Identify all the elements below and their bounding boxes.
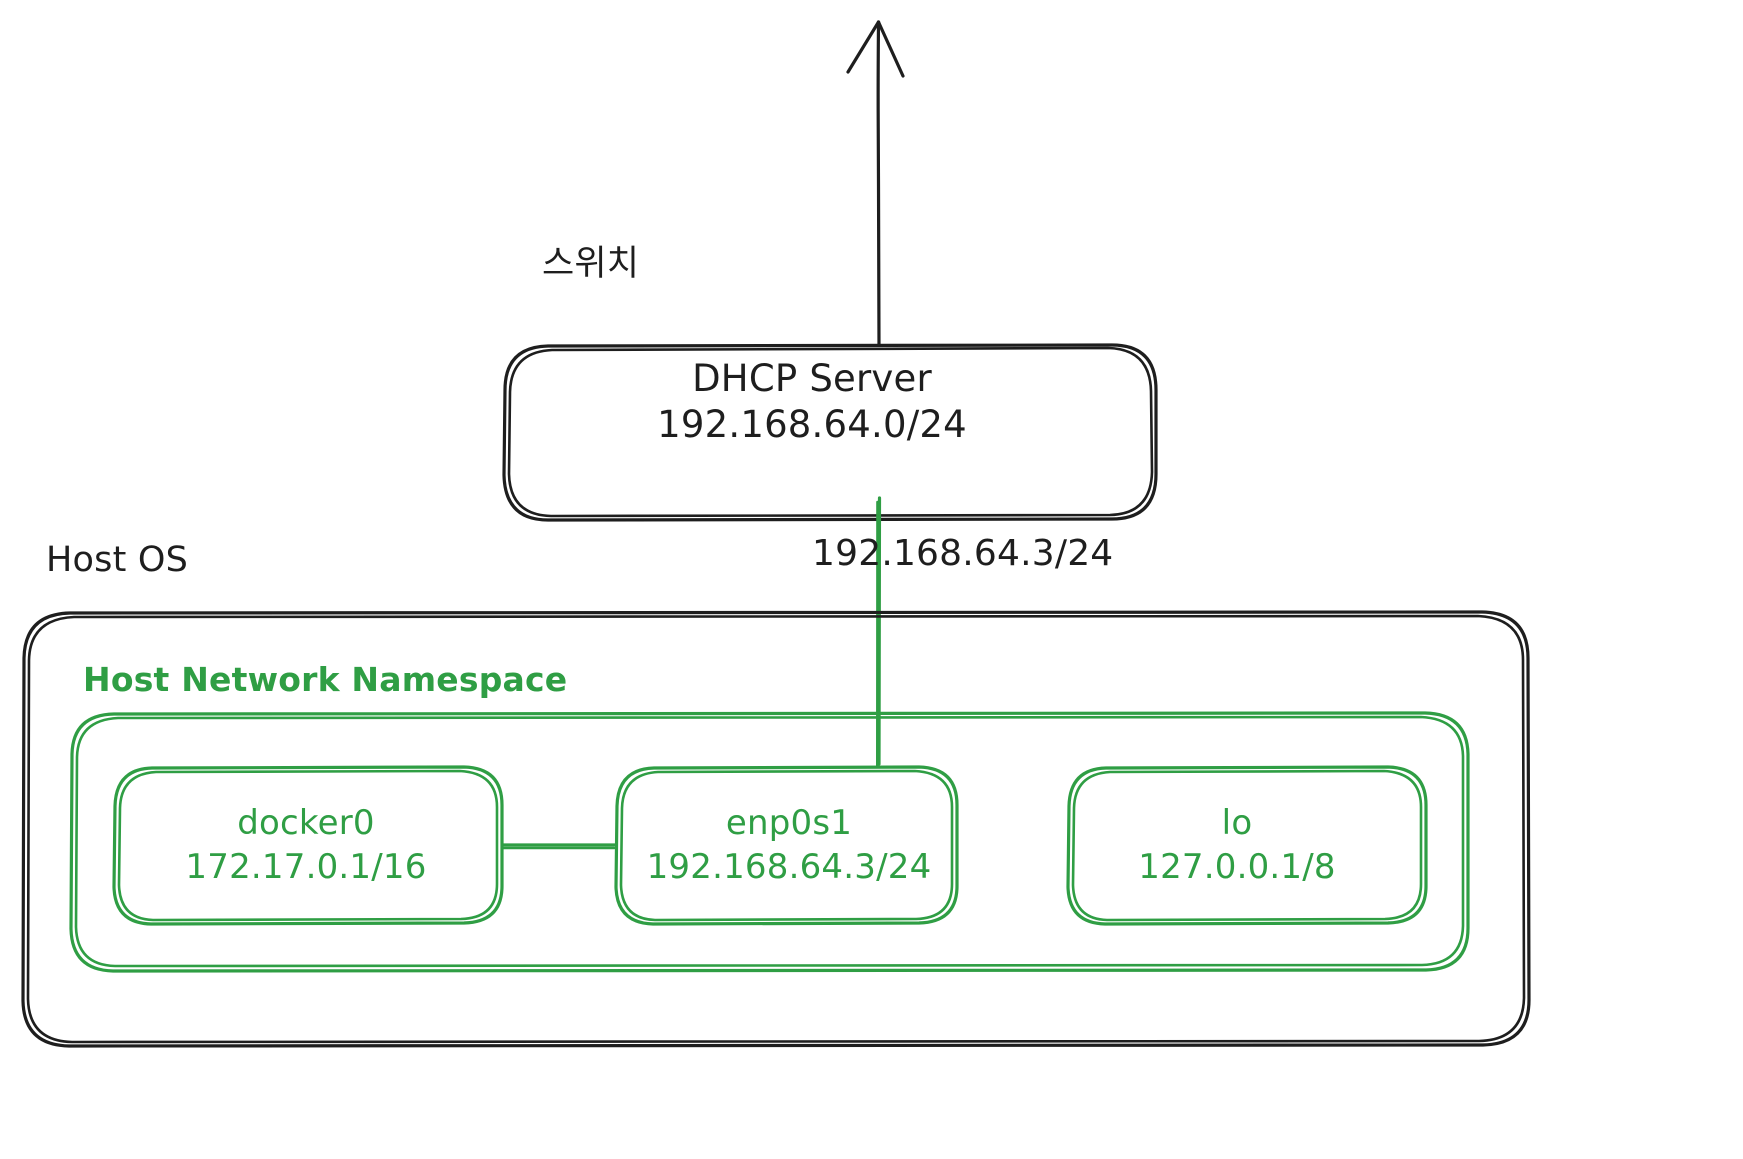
docker0-name: docker0 xyxy=(237,803,375,843)
host-network-namespace-box xyxy=(69,711,1470,973)
uplink-ip-label: 192.168.64.3/24 xyxy=(812,533,1114,574)
enp0s1-box xyxy=(614,765,959,926)
enp0s1-ip: 192.168.64.3/24 xyxy=(646,847,932,887)
dhcp-server-box xyxy=(502,343,1158,522)
host-os-box xyxy=(21,610,1531,1048)
host-os-label: Host OS xyxy=(46,540,188,580)
docker0-enp0s1-connector xyxy=(501,843,617,850)
dhcp-to-enp0s1-link xyxy=(876,496,882,768)
switch-label: 스위치 xyxy=(542,244,640,284)
lo-box xyxy=(1066,765,1428,926)
lo-ip: 127.0.0.1/8 xyxy=(1138,847,1336,887)
dhcp-server-subnet: 192.168.64.0/24 xyxy=(657,403,967,446)
enp0s1-name: enp0s1 xyxy=(725,803,853,843)
lo-name: lo xyxy=(1221,803,1253,843)
docker0-box xyxy=(112,765,504,926)
uplink-arrow-icon xyxy=(846,20,905,347)
host-network-namespace-label: Host Network Namespace xyxy=(83,660,568,699)
dhcp-server-title: DHCP Server xyxy=(692,357,932,400)
docker0-ip: 172.17.0.1/16 xyxy=(185,847,427,887)
